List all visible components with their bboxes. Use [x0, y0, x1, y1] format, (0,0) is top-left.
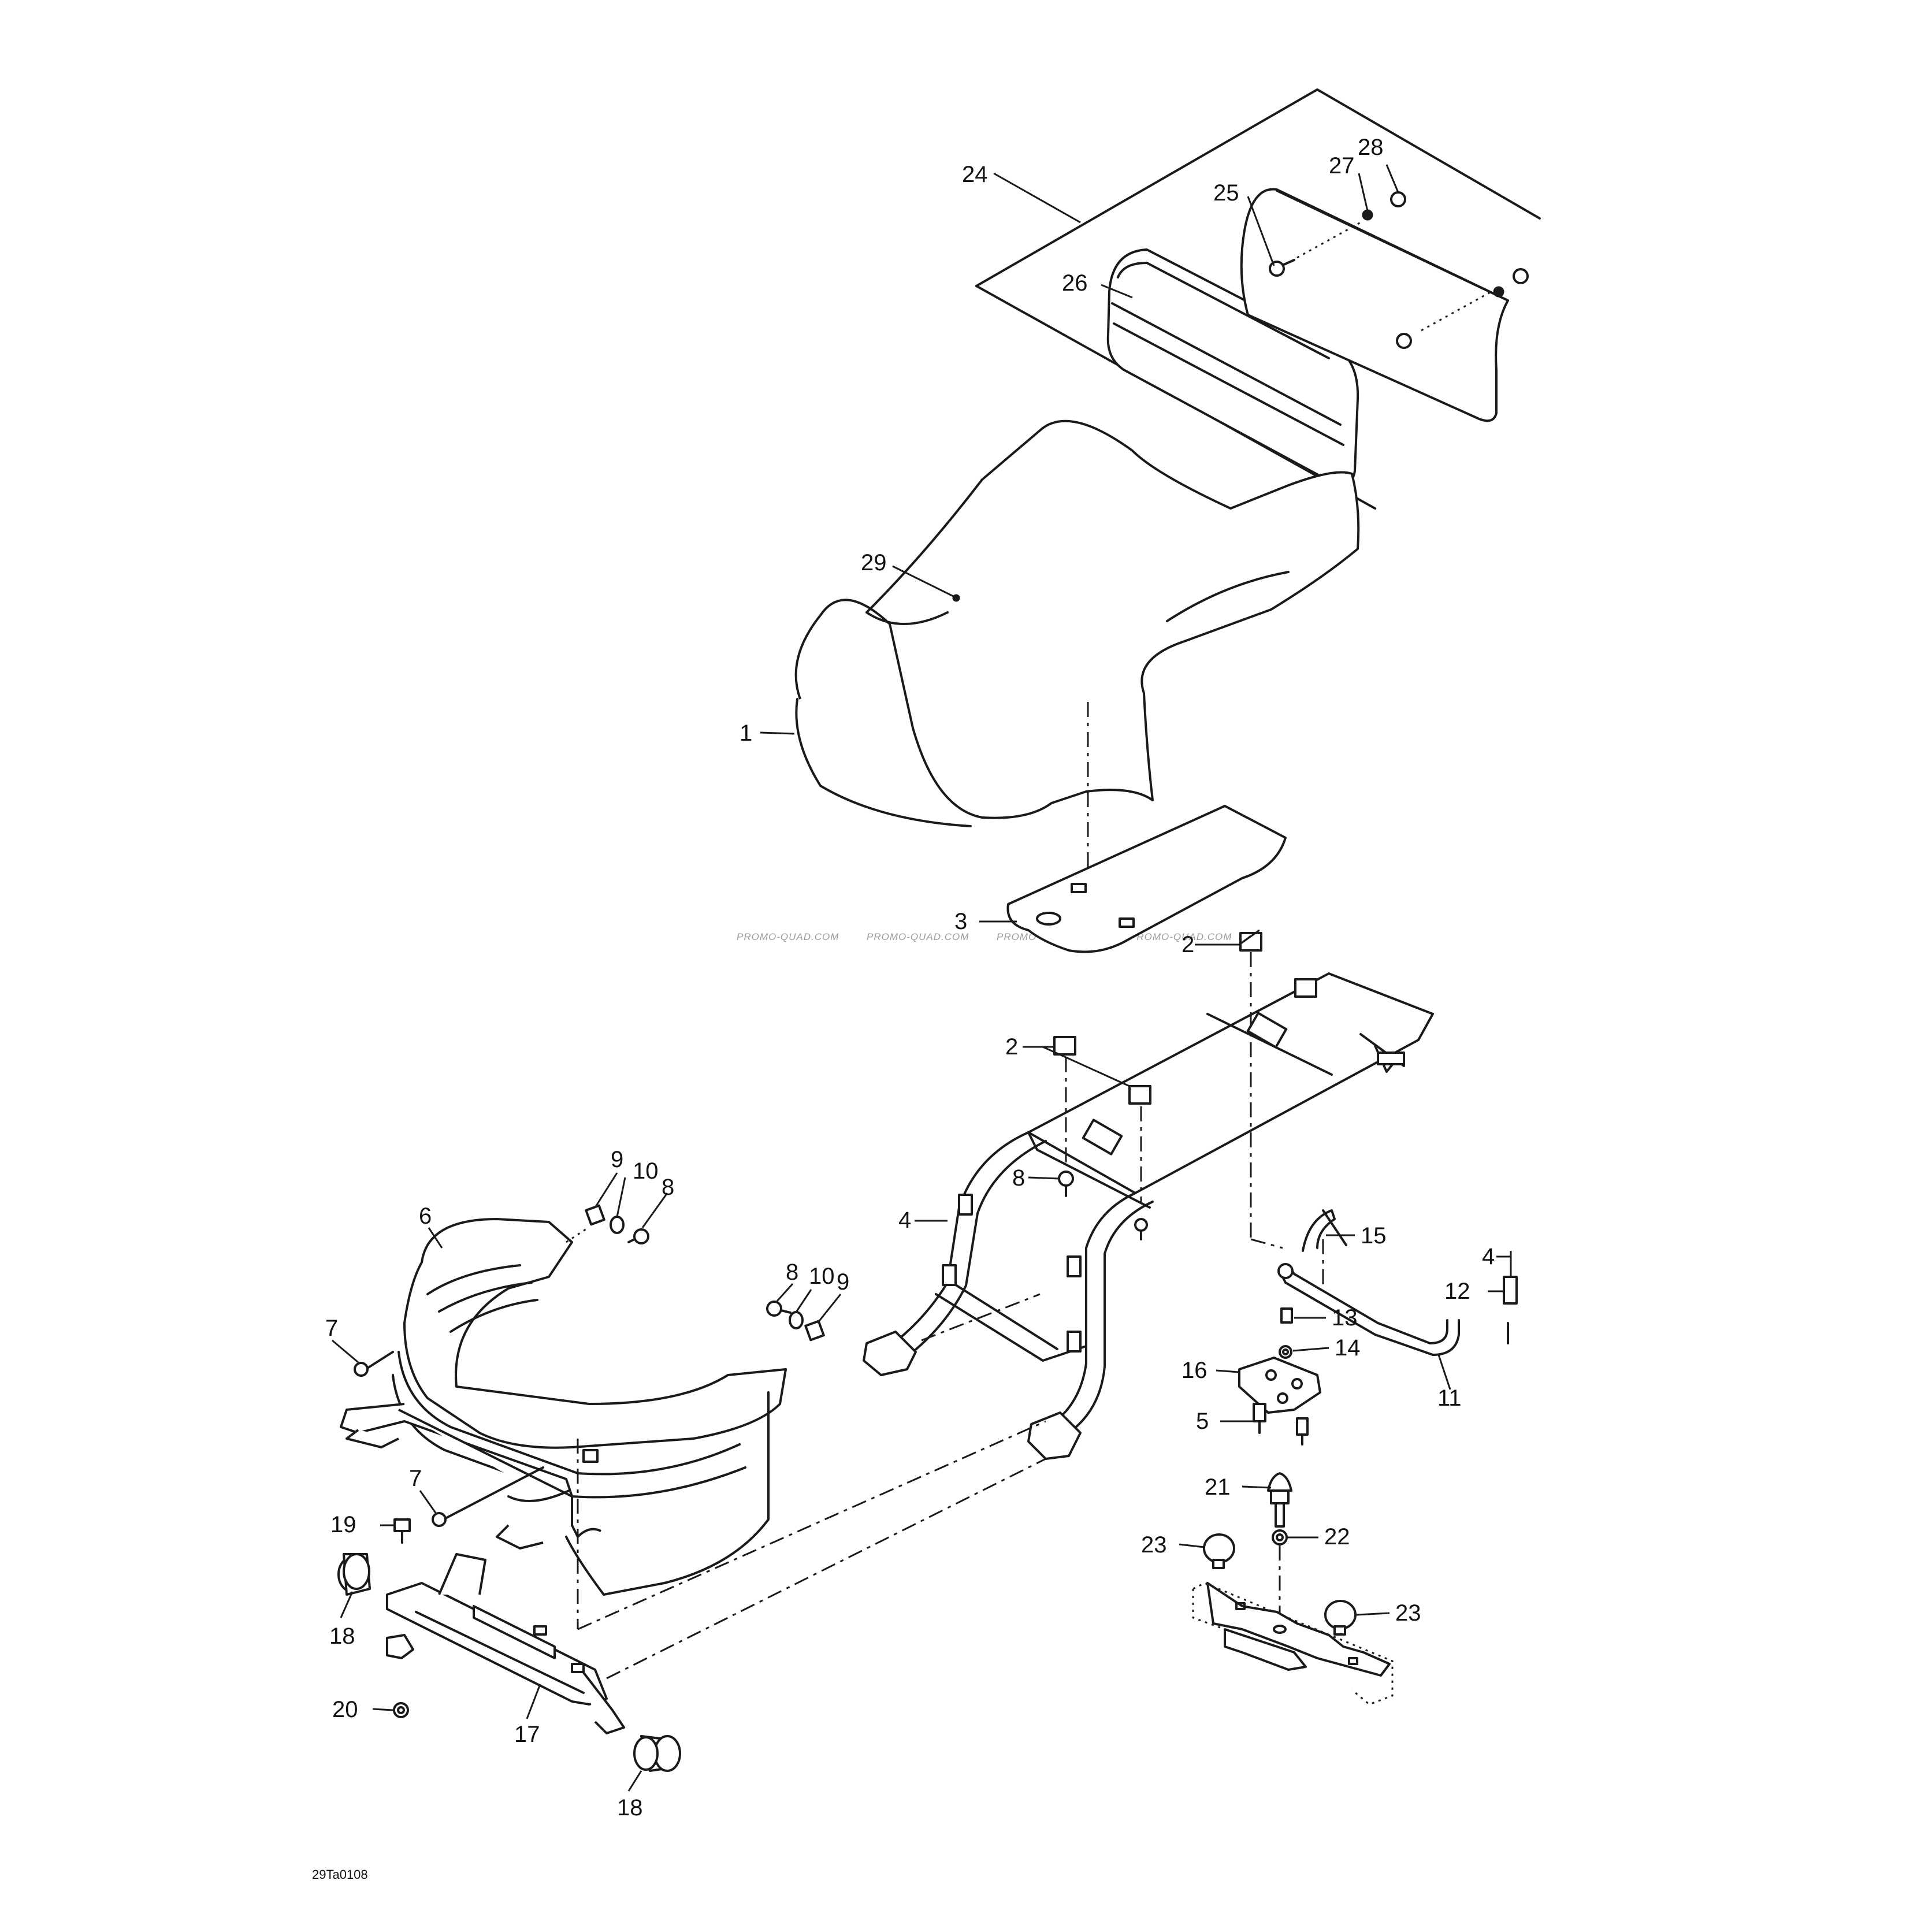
- bolt-19: [393, 1518, 411, 1544]
- cover-hardware-left: [566, 1204, 649, 1244]
- callout-10-right: 10: [809, 1264, 835, 1289]
- nut-22: [1272, 1529, 1288, 1618]
- callout-7-bottom: 7: [409, 1466, 422, 1491]
- callout-23-left: 23: [1141, 1532, 1167, 1558]
- callout-4-rod: 4: [1482, 1244, 1495, 1269]
- watermark-1: PROMO-QUAD.COM: [737, 931, 839, 942]
- callout-16: 16: [1182, 1358, 1208, 1383]
- lower-bracket: [386, 1553, 625, 1734]
- callout-19: 19: [330, 1512, 356, 1537]
- callout-4-frame: 4: [898, 1208, 911, 1233]
- callout-11: 11: [1437, 1385, 1462, 1411]
- leader-lines: [332, 164, 1512, 1792]
- callout-12: 12: [1444, 1279, 1470, 1304]
- nut-20: [393, 1702, 409, 1718]
- backrest-pad: [1106, 248, 1359, 487]
- callout-13: 13: [1332, 1305, 1358, 1331]
- rod-assembly: [1277, 1209, 1518, 1359]
- watermark-row: PROMO-QUAD.COM PROMO-QUAD.COM PROMO-QUAD…: [737, 931, 1232, 942]
- drawing-code: 29Ta0108: [312, 1867, 368, 1882]
- callout-8-right: 8: [786, 1259, 798, 1285]
- clip-bracket: [386, 1634, 414, 1659]
- backrest-screws: [1269, 191, 1529, 349]
- watermark-2: PROMO-QUAD.COM: [867, 931, 969, 942]
- callout-1: 1: [740, 720, 752, 746]
- grommet-right: [633, 1735, 681, 1772]
- callout-9-left: 9: [611, 1147, 623, 1172]
- latch-base: [1192, 1582, 1394, 1706]
- seat-frame: [863, 972, 1434, 1460]
- callout-22: 22: [1324, 1524, 1350, 1550]
- seat: [794, 419, 1360, 893]
- callout-10-left: 10: [633, 1158, 659, 1184]
- rubber-stop-left: [1203, 1533, 1235, 1569]
- backrest-plate: [1240, 188, 1509, 422]
- front-cover: [340, 1218, 787, 1596]
- latch-bracket: [1238, 1357, 1321, 1446]
- callout-24: 24: [962, 162, 988, 187]
- callout-17: 17: [514, 1722, 540, 1747]
- callout-8-frame: 8: [1012, 1165, 1025, 1191]
- cover-hardware-right: [766, 1301, 825, 1342]
- callout-18-left: 18: [329, 1623, 355, 1649]
- callout-26: 26: [1062, 270, 1088, 296]
- callout-28: 28: [1358, 135, 1384, 160]
- callout-9-right: 9: [837, 1269, 849, 1295]
- callout-20: 20: [332, 1697, 358, 1722]
- callout-27: 27: [1329, 153, 1355, 179]
- callout-23-right: 23: [1395, 1600, 1421, 1626]
- callout-25: 25: [1213, 180, 1239, 206]
- grommet-left: [337, 1553, 371, 1596]
- latch-pin: [1267, 1472, 1292, 1528]
- frame-screws: [1058, 1171, 1148, 1240]
- callout-3: 3: [954, 909, 967, 934]
- rubber-stop-right: [1324, 1600, 1357, 1636]
- callout-8-left: 8: [662, 1175, 674, 1200]
- callout-15: 15: [1361, 1223, 1387, 1249]
- callout-2-mid: 2: [1005, 1034, 1018, 1060]
- bumper-set: [1053, 932, 1317, 1239]
- callout-29: 29: [861, 550, 887, 575]
- callout-6: 6: [419, 1203, 432, 1229]
- callout-7-top: 7: [325, 1316, 338, 1341]
- callout-18-right: 18: [617, 1795, 643, 1820]
- assembly-lines: [577, 1238, 1324, 1680]
- watermark-4: PROMO-QUAD.COM: [1130, 931, 1232, 942]
- callout-2-top: 2: [1182, 932, 1194, 957]
- callout-5: 5: [1196, 1409, 1209, 1434]
- callout-14: 14: [1335, 1335, 1361, 1361]
- cover-screws: [354, 1351, 544, 1527]
- callout-21: 21: [1205, 1474, 1231, 1500]
- seat-pan: [1006, 805, 1287, 953]
- callout-labels: 24 25 26 27 28 29 1 3 2 2 8 4 15 4 12 13…: [325, 135, 1495, 1820]
